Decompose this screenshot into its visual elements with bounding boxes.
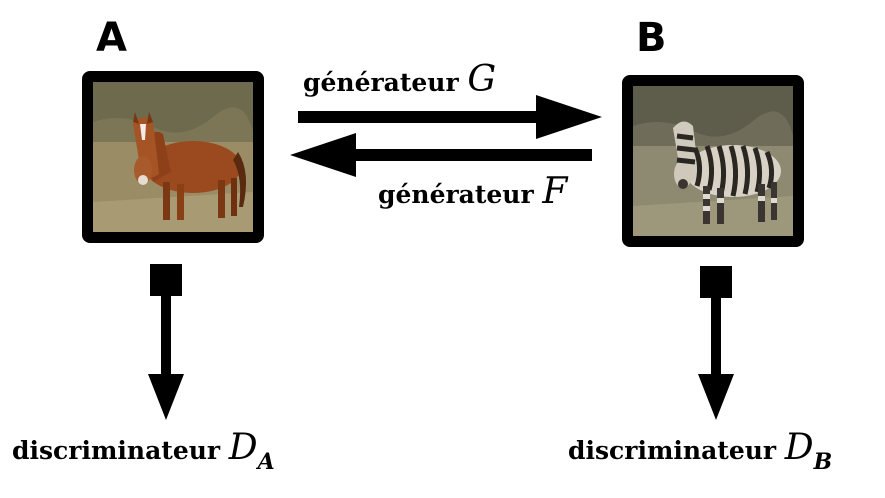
zebra-photo (633, 86, 793, 236)
discriminator-a-text: discriminateur (12, 436, 221, 465)
generator-f-label: générateur F (378, 174, 567, 210)
discriminator-a-arrow (148, 264, 184, 420)
generator-f-symbol: F (542, 171, 568, 212)
domain-b-label: B (636, 15, 667, 61)
discriminator-b-label: discriminateur DB (568, 427, 832, 474)
domain-b-image-frame (622, 75, 804, 247)
generator-f-arrow (290, 133, 592, 177)
generator-g-text: générateur (303, 68, 459, 97)
discriminator-a-symbol: D (228, 427, 258, 468)
discriminator-b-arrow (698, 266, 734, 420)
discriminator-b-text: discriminateur (568, 436, 777, 465)
discriminator-b-subscript: B (813, 449, 833, 475)
domain-a-label: A (96, 15, 127, 61)
generator-f-text: générateur (378, 180, 534, 209)
domain-a-image-frame (82, 71, 264, 243)
generator-g-symbol: G (467, 59, 497, 100)
discriminator-a-label: discriminateur DA (12, 427, 275, 474)
discriminator-b-symbol: D (784, 427, 814, 468)
generator-g-arrow (298, 95, 602, 139)
discriminator-a-subscript: A (257, 449, 275, 475)
generator-g-label: générateur G (303, 62, 496, 98)
horse-photo (93, 82, 253, 232)
